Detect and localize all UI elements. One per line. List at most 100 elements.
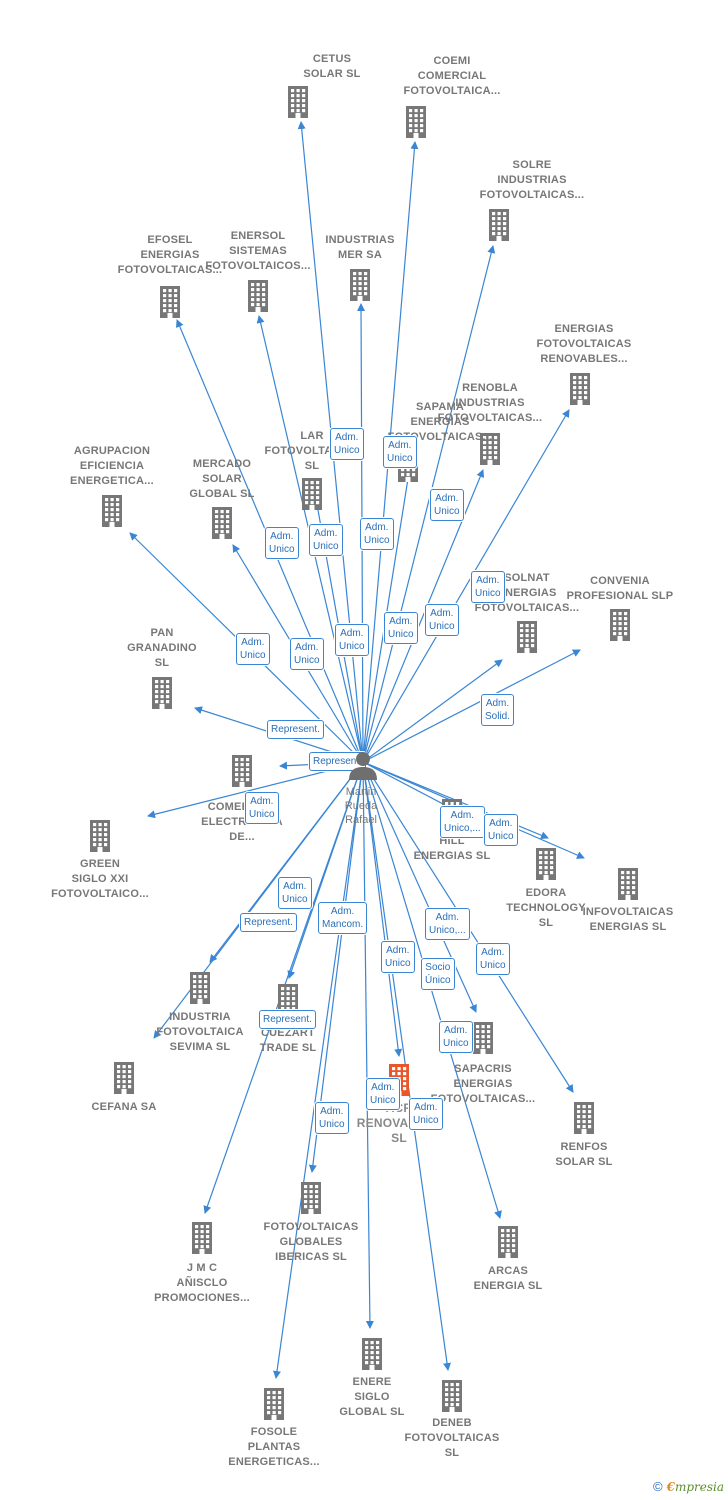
company-28-role-label: Represent.: [259, 1010, 316, 1029]
company-18-name[interactable]: HILL ENERGIAS SL: [413, 835, 491, 862]
building-icon[interactable]: [225, 754, 259, 788]
company-23-name[interactable]: CEFANA SA: [91, 1101, 157, 1113]
edge-company-30: [362, 761, 374, 1329]
center-person-name: Martin Rueda Rafael: [344, 786, 378, 826]
building-icon[interactable]: [185, 1221, 219, 1255]
company-24-role-label: Adm. Unico: [439, 1021, 473, 1053]
company-11-role-label: Adm. Unico: [236, 633, 270, 665]
edge-company-23: [153, 761, 364, 1039]
edge-company-32: [273, 761, 364, 1379]
building-icon[interactable]: [567, 1101, 601, 1135]
building-icon[interactable]: [435, 1379, 469, 1413]
company-31-role-label: Adm. Unico: [409, 1098, 443, 1130]
edge-company-17: [147, 761, 364, 819]
building-icon[interactable]: [271, 983, 305, 1017]
company-21-role-label: Represent.: [240, 913, 297, 932]
building-icon[interactable]: [295, 477, 329, 511]
building-icon[interactable]: [281, 85, 315, 119]
company-24-name[interactable]: SAPACRIS ENERGIAS FOTOVOLTAICAS...: [430, 1063, 536, 1105]
building-icon[interactable]: [611, 867, 645, 901]
building-icon[interactable]: [95, 494, 129, 528]
company-20-name[interactable]: INFOVOLTAICAS ENERGIAS SL: [582, 906, 674, 933]
company-13-role-label: Adm. Unico: [425, 604, 459, 636]
company-8-role-label: Adm. Unico: [430, 489, 464, 521]
company-23-role-label: Adm. Unico: [278, 877, 312, 909]
copyright-symbol: ©: [652, 1479, 663, 1494]
company-25-role-label: Adm. Unico: [476, 943, 510, 975]
edge-company-3: [362, 245, 496, 763]
company-1-name[interactable]: CETUS SOLAR SL: [303, 53, 361, 80]
company-14-role-label: Adm. Solid.: [481, 694, 515, 726]
building-icon[interactable]: [466, 1021, 500, 1055]
building-icon[interactable]: [145, 676, 179, 710]
building-icon[interactable]: [241, 279, 275, 313]
company-2-role-label: Adm. Unico: [383, 436, 417, 468]
person-icon: [349, 752, 377, 780]
company-12-name[interactable]: MERCADO SOLAR GLOBAL SL: [189, 458, 255, 500]
company-17-role-label: Adm. Unico: [245, 792, 279, 824]
company-22-name[interactable]: CUEZART TRADE SL: [259, 1027, 317, 1054]
company-2-name[interactable]: COEMI COMERCIAL FOTOVOLTAICA...: [403, 55, 501, 97]
edge-company-13: [362, 659, 503, 763]
company-19-name[interactable]: EDORA TECHNOLOGY SL: [506, 887, 586, 929]
building-icon[interactable]: [83, 819, 117, 853]
company-3-name[interactable]: SOLRE INDUSTRIAS FOTOVOLTAICAS...: [479, 159, 585, 201]
company-30-role-label: Adm. Unico: [381, 941, 415, 973]
company-31-name[interactable]: DENEB FOTOVOLTAICAS SL: [404, 1417, 500, 1459]
company-18-role-label: Adm. Unico,...: [440, 806, 485, 838]
building-icon[interactable]: [399, 105, 433, 139]
company-26-role-label: Socio Único: [421, 958, 455, 990]
building-icon[interactable]: [107, 1061, 141, 1095]
building-icon[interactable]: [153, 285, 187, 319]
company-5-name[interactable]: ENERSOL SISTEMAS FOTOVOLTAICOS...: [205, 230, 311, 272]
edge-company-29: [362, 761, 502, 1219]
building-icon[interactable]: [510, 620, 544, 654]
edge-company-24: [362, 761, 477, 1013]
company-20-role-label: Adm. Unico: [484, 814, 518, 846]
company-1-role-label: Adm. Unico: [330, 428, 364, 460]
company-32-name[interactable]: FOSOLE PLANTAS ENERGETICAS...: [228, 1426, 320, 1468]
building-icon[interactable]: [183, 971, 217, 1005]
company-15-name[interactable]: PAN GRANADINO SL: [127, 627, 197, 669]
company-22-role-label: Adm. Mancom.: [318, 902, 368, 934]
company-10-role-label: Adm. Unico: [335, 624, 369, 656]
company-16-name[interactable]: COMERCIAL ELECTRONICA DE...: [201, 801, 283, 843]
footer-brand: © €mpresia: [653, 1479, 724, 1494]
edge-company-7: [362, 409, 570, 763]
company-12-role-label: Adm. Unico: [290, 638, 324, 670]
company-32-role-label: Adm. Unico: [366, 1078, 400, 1110]
building-icon[interactable]: [491, 1225, 525, 1259]
company-14-name[interactable]: CONVENIA PROFESIONAL SLP: [566, 575, 674, 602]
building-icon[interactable]: [603, 608, 637, 642]
building-icon[interactable]: [529, 847, 563, 881]
center-person[interactable]: [346, 748, 380, 787]
company-9-role-label: Adm. Unico: [384, 612, 418, 644]
building-icon[interactable]: [563, 372, 597, 406]
building-icon[interactable]: [257, 1387, 291, 1421]
company-25-name[interactable]: RENFOS SOLAR SL: [555, 1141, 613, 1168]
company-17-name[interactable]: GREEN SIGLO XXI FOTOVOLTAICO...: [51, 858, 149, 900]
building-icon[interactable]: [294, 1181, 328, 1215]
company-28-name[interactable]: J M C AÑISCLO PROMOCIONES...: [154, 1262, 250, 1304]
building-icon[interactable]: [473, 432, 507, 466]
company-27-name[interactable]: FOTOVOLTAICAS GLOBALES IBERICAS SL: [263, 1221, 359, 1263]
company-6-name[interactable]: INDUSTRIAS MER SA: [325, 234, 395, 261]
company-13-name[interactable]: SOLNAT ENERGIAS FOTOVOLTAICAS...: [474, 572, 580, 614]
company-8-name[interactable]: RENOBLA INDUSTRIAS FOTOVOLTAICAS...: [437, 382, 543, 424]
company-4-name[interactable]: EFOSEL ENERGIAS FOTOVOLTAICAS...: [117, 234, 223, 276]
company-5-role-label: Adm. Unico: [309, 524, 343, 556]
company-27-role-label: Adm. Unico: [315, 1102, 349, 1134]
company-29-name[interactable]: ARCAS ENERGIA SL: [473, 1265, 543, 1292]
building-icon[interactable]: [482, 208, 516, 242]
company-21-name[interactable]: INDUSTRIA FOTOVOLTAICA SEVIMA SL: [156, 1011, 244, 1053]
company-7-name[interactable]: ENERGIAS FOTOVOLTAICAS RENOVABLES...: [536, 323, 632, 365]
building-icon[interactable]: [355, 1337, 389, 1371]
building-icon[interactable]: [343, 268, 377, 302]
company-30-name[interactable]: ENERE SIGLO GLOBAL SL: [339, 1376, 405, 1418]
building-icon[interactable]: [205, 506, 239, 540]
company-11-name[interactable]: AGRUPACION EFICIENCIA ENERGETICA...: [70, 445, 154, 487]
company-4-role-label: Adm. Unico: [265, 527, 299, 559]
company-7-role-label: Adm. Unico: [471, 571, 505, 603]
company-15-role-label: Represent.: [267, 720, 324, 739]
edge-company-14: [362, 649, 581, 763]
